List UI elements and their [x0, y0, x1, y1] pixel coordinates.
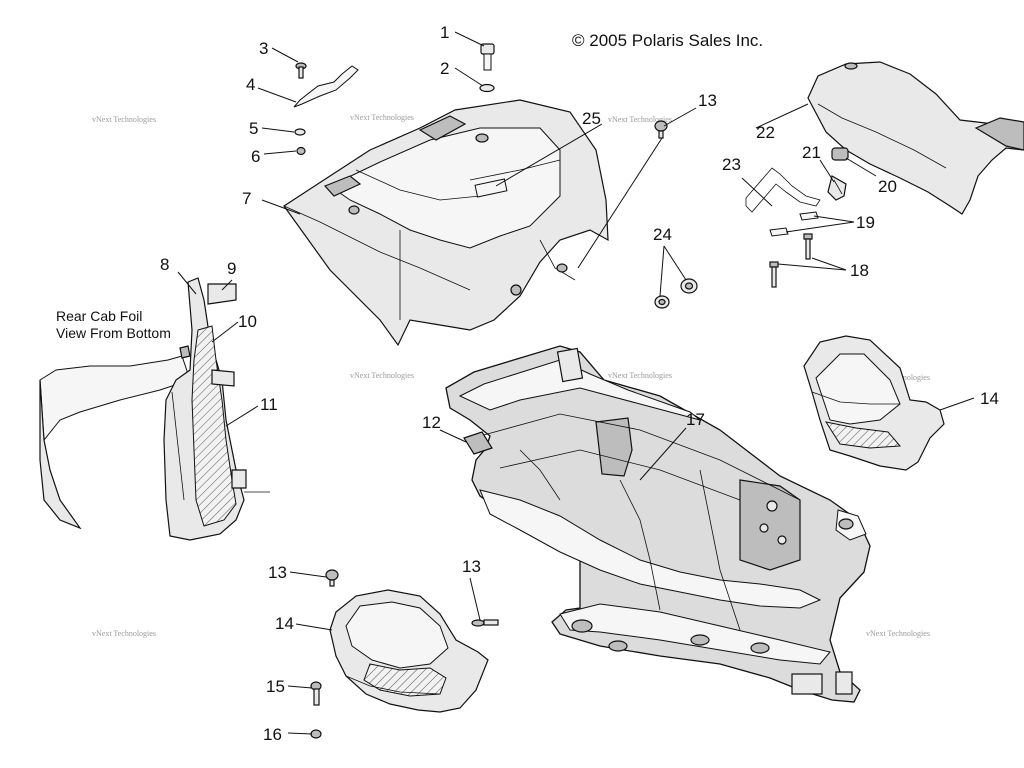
watermark-text: vNext Technologies [608, 115, 672, 124]
inset-note-line2: View From Bottom [56, 325, 171, 341]
leader-lines [177, 31, 975, 735]
grommet-hole [684, 282, 694, 290]
callout-20: 20 [878, 177, 897, 196]
callout-4: 4 [246, 75, 255, 94]
callout-2: 2 [440, 59, 449, 78]
callout-19: 19 [856, 213, 875, 232]
copyright-text: © 2005 Polaris Sales Inc. [572, 31, 763, 50]
watermark-text: vNext Technologies [608, 371, 672, 380]
grommet-hole [658, 298, 666, 306]
washer-part-5 [294, 128, 306, 136]
callout-24: 24 [653, 225, 672, 244]
screw-part-3 [295, 62, 307, 79]
frame-part-17 [445, 345, 871, 703]
decal-part-12 [463, 431, 493, 455]
watermark-text: vNext Technologies [350, 371, 414, 380]
seat-part-22 [807, 61, 1024, 215]
callout-13-mid: 13 [462, 557, 481, 576]
nut-part-6 [296, 146, 306, 156]
callout-18: 18 [850, 261, 869, 280]
screw-part-13-mid [471, 619, 499, 627]
callout-14-right: 14 [980, 389, 999, 408]
callout-13-top: 13 [698, 91, 717, 110]
callout-21: 21 [802, 143, 821, 162]
plug-part-13-left [325, 569, 339, 587]
footwell-left-part-14 [329, 589, 489, 713]
watermark-text: vNext Technologies [350, 113, 414, 122]
callout-9: 9 [227, 259, 236, 278]
callout-23: 23 [722, 155, 741, 174]
inset-note-line1: Rear Cab Foil [56, 308, 142, 324]
washer-part-2 [479, 83, 495, 93]
callout-6: 6 [251, 147, 260, 166]
watermark-text: vNext Technologies [92, 629, 156, 638]
clip-part-19-a [799, 211, 819, 221]
callout-16: 16 [263, 725, 282, 744]
fastener-part-1 [480, 43, 495, 71]
callout-13-left: 13 [268, 563, 287, 582]
callout-11: 11 [260, 395, 278, 414]
callout-5: 5 [249, 119, 258, 138]
rod-part-4 [293, 65, 359, 108]
rear-cab-part-7 [283, 99, 609, 347]
callout-3: 3 [259, 39, 268, 58]
bolt-part-15 [310, 681, 322, 706]
callout-14-left: 14 [275, 614, 294, 633]
callout-22: 22 [756, 123, 775, 142]
bracket-part-23 [745, 167, 821, 213]
callout-labels: 1 2 3 4 5 6 7 8 9 10 11 12 13 13 13 14 1… [160, 23, 999, 744]
callout-25: 25 [582, 109, 601, 128]
footwell-right-part-14 [803, 335, 945, 471]
callout-17: 17 [686, 410, 705, 429]
callout-7: 7 [242, 189, 251, 208]
callout-1: 1 [440, 23, 449, 42]
bumper-part-20 [831, 147, 849, 161]
watermark-text: vNext Technologies [92, 115, 156, 124]
watermark-text: vNext Technologies [866, 629, 930, 638]
pin-part-18-b [769, 261, 779, 288]
callout-12: 12 [422, 413, 441, 432]
callout-10: 10 [238, 312, 257, 331]
pin-part-18-a [803, 233, 813, 260]
nut-part-16 [310, 729, 322, 739]
latch-part-21 [827, 175, 847, 201]
rear-cab-foil-inset [39, 277, 270, 541]
plug-part-13-top [654, 120, 668, 139]
callout-15: 15 [266, 677, 285, 696]
callout-8: 8 [160, 255, 169, 274]
clip-part-19-b [769, 227, 789, 237]
